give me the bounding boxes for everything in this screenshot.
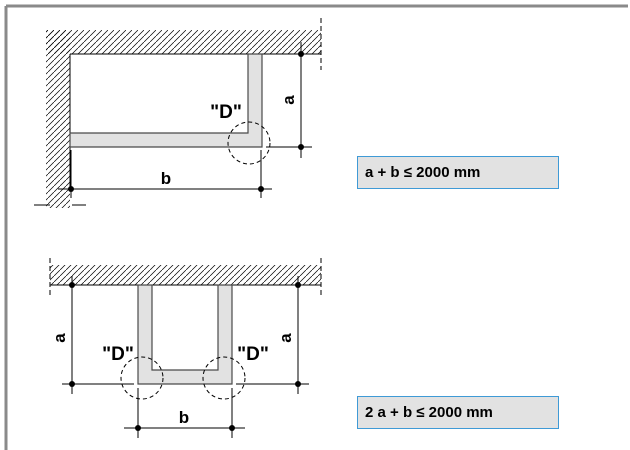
label-a-right: a [276, 333, 295, 343]
label-a-left: a [50, 333, 69, 343]
label-b-2: b [179, 408, 189, 427]
label-d-left: "D" [102, 344, 134, 365]
label-d-right: "D" [237, 344, 269, 365]
formula-box-1: a + b ≤ 2000 mm [357, 156, 559, 189]
pipe-u-shape [137, 284, 233, 385]
detail-d-circle [227, 121, 271, 165]
label-a-1: a [279, 95, 298, 105]
dimension-b-1 [58, 150, 272, 198]
formula-text-1: a + b ≤ 2000 mm [365, 164, 481, 181]
dimension-a-right [236, 276, 309, 394]
diagram-2-u-shape: a a b "D" "D" [49, 258, 322, 438]
page-frame [4, 4, 628, 450]
detail-d-circle-right [202, 356, 246, 400]
dimension-b-2 [124, 388, 245, 438]
wall-hatch-ceiling [50, 265, 321, 286]
formula-text-2: 2 a + b ≤ 2000 mm [365, 404, 493, 421]
pipe-l-shape [69, 53, 263, 148]
label-b-1: b [161, 169, 171, 188]
detail-d-circle-left [120, 356, 164, 400]
diagram-1-l-shape: b a "D" [34, 18, 322, 208]
label-d-1: "D" [210, 102, 242, 123]
dimension-a-left [62, 276, 134, 394]
wall-hatch-top [46, 30, 321, 55]
dimension-a-1 [266, 42, 312, 158]
formula-box-2: 2 a + b ≤ 2000 mm [357, 396, 559, 429]
wall-hatch-left [46, 30, 71, 208]
